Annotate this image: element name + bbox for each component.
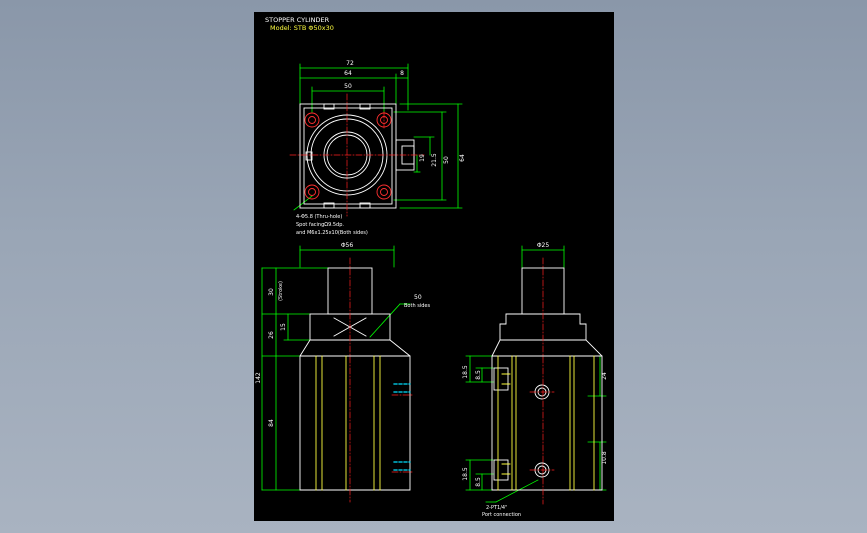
drawing-sheet: STOPPER CYLINDER Model: STB Φ50x30 xyxy=(254,12,614,521)
model-label: Model: STB Φ50x30 xyxy=(270,24,334,32)
side-view: Φ25 18.5 8.5 24 18.5 8.5 10.8 2-PT1/4" P… xyxy=(462,242,608,518)
dim-right-top: 24 xyxy=(601,372,608,380)
front-view: Φ56 30 (Stroke) 26 15 142 84 50 Both sid… xyxy=(255,242,430,503)
dim-port-a: 19 xyxy=(419,154,426,162)
hole-note-1: 4-Φ5.8 (Thru-hole) xyxy=(296,214,342,220)
dim-rod-dia: Φ25 xyxy=(537,242,550,249)
port-note-1: 2-PT1/4" xyxy=(486,505,507,511)
port-note-2: Port connection xyxy=(482,512,521,518)
hole-note-3: and M6x1.25x10(Both sides) xyxy=(296,230,368,236)
dim-upper-port-a: 18.5 xyxy=(462,365,469,379)
dim-body-width: 64 xyxy=(344,70,352,77)
dim-port-b: 21.5 xyxy=(431,153,438,167)
dim-right-bottom: 10.8 xyxy=(601,451,608,465)
dim-head-height: 26 xyxy=(268,331,275,339)
dim-side-offset: 8 xyxy=(400,70,404,77)
dim-head-inner: 15 xyxy=(280,323,287,331)
dim-overall-width: 72 xyxy=(346,60,354,67)
dim-flat-note: Both sides xyxy=(404,303,430,309)
dim-flat: 50 xyxy=(414,294,422,301)
hole-note-2: Spot facingΩ9.5dp. xyxy=(296,222,344,228)
dim-lower-port-a: 18.5 xyxy=(462,467,469,481)
dim-height-inner: 50 xyxy=(443,156,450,164)
dim-body-height: 84 xyxy=(268,419,275,427)
dim-upper-port-b: 8.5 xyxy=(475,370,482,380)
dim-bolt-pitch: 50 xyxy=(344,83,352,90)
dim-lower-port-b: 8.5 xyxy=(475,477,482,487)
dim-stroke-note: (Stroke) xyxy=(278,281,284,301)
dim-body-dia: Φ56 xyxy=(341,242,354,249)
dim-height-outer: 64 xyxy=(459,154,466,162)
dim-stroke: 30 xyxy=(268,288,275,296)
dim-total-height: 142 xyxy=(255,372,262,384)
title-block: STOPPER CYLINDER Model: STB Φ50x30 xyxy=(265,16,334,32)
top-view: 72 64 8 50 19 21.5 50 64 4-Φ5.8 (Thru-ho… xyxy=(289,60,466,236)
drawing-title: STOPPER CYLINDER xyxy=(265,16,330,24)
cad-drawing: STOPPER CYLINDER Model: STB Φ50x30 xyxy=(255,16,608,518)
